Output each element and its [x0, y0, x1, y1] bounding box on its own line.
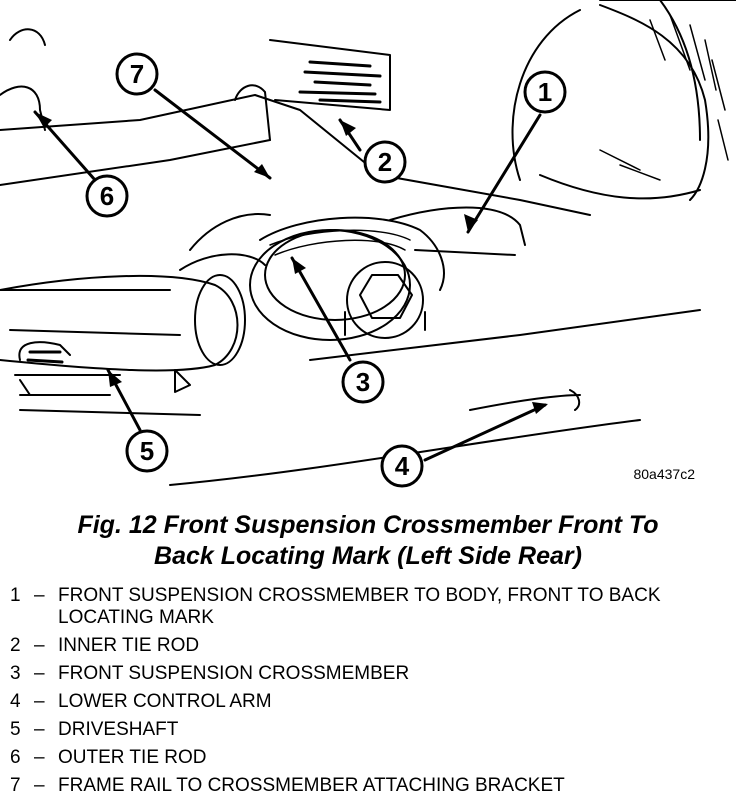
callout-5: 5 [125, 429, 169, 473]
arrowhead-7 [254, 164, 270, 178]
arrowhead-5 [108, 370, 122, 387]
locating-mark-line [309, 309, 701, 361]
callout-1: 1 [523, 70, 567, 114]
callout-6: 6 [85, 174, 129, 218]
legend-dash: – [34, 775, 45, 796]
svg-text:6: 6 [100, 181, 114, 211]
leader-4 [423, 403, 547, 462]
svg-text:1: 1 [538, 77, 552, 107]
arrowhead-6 [35, 112, 52, 128]
arrowhead-2 [340, 120, 356, 136]
tire [511, 0, 736, 201]
legend-text: INNER TIE ROD [58, 635, 200, 656]
legend-number: 3 [10, 663, 21, 684]
legend-text: LOWER CONTROL ARM [58, 691, 272, 712]
legend-list: 1 – FRONT SUSPENSION CROSSMEMBER TO BODY… [10, 585, 730, 803]
legend-item-4: 4 – LOWER CONTROL ARM [10, 691, 730, 713]
figure-code: 80a437c2 [633, 466, 695, 482]
leader-1 [466, 113, 542, 234]
callout-3: 3 [341, 360, 385, 404]
legend-text: OUTER TIE ROD [58, 747, 207, 768]
callout-7: 7 [115, 52, 159, 96]
figure-caption: Fig. 12 Front Suspension Crossmember Fro… [0, 510, 736, 572]
arrowhead-4 [532, 402, 548, 414]
legend-number: 1 [10, 585, 21, 606]
svg-text:2: 2 [378, 147, 392, 177]
legend-item-3: 3 – FRONT SUSPENSION CROSSMEMBER [10, 663, 730, 685]
legend-item-6: 6 – OUTER TIE ROD [10, 747, 730, 769]
legend-dash: – [34, 747, 45, 768]
legend-number: 2 [10, 635, 21, 656]
crossmember-bushing [249, 206, 526, 341]
arrowhead-3 [292, 258, 306, 274]
legend-text: FRONT SUSPENSION CROSSMEMBER TO BODY, FR… [58, 585, 661, 628]
arrowhead-1 [464, 214, 478, 232]
caption-line-1: Fig. 12 Front Suspension Crossmember Fro… [77, 511, 659, 539]
svg-text:3: 3 [356, 367, 370, 397]
leader-3 [290, 256, 352, 362]
legend-text: FRONT SUSPENSION CROSSMEMBER [58, 663, 410, 684]
legend-number: 4 [10, 691, 21, 712]
suspension-illustration: 1 2 3 4 5 6 7 80a437c2 [0, 0, 736, 488]
tire-tread [599, 14, 729, 181]
legend-dash: – [34, 585, 45, 606]
legend-text: FRAME RAIL TO CROSSMEMBER ATTACHING BRAC… [58, 775, 565, 796]
inner-tie-rod [269, 39, 391, 111]
legend-dash: – [34, 635, 45, 656]
caption-line-2: Back Locating Mark (Left Side Rear) [154, 542, 582, 570]
leader-7 [153, 88, 272, 180]
crossmember-beam [0, 94, 591, 336]
svg-text:4: 4 [395, 451, 410, 481]
legend-text: DRIVESHAFT [58, 719, 179, 740]
legend-item-5: 5 – DRIVESHAFT [10, 719, 730, 741]
driveshaft [0, 213, 271, 416]
legend-number: 6 [10, 747, 21, 768]
svg-text:5: 5 [140, 436, 154, 466]
legend-number: 5 [10, 719, 21, 740]
callout-4: 4 [380, 444, 424, 488]
legend-dash: – [34, 691, 45, 712]
legend-item-7: 7 – FRAME RAIL TO CROSSMEMBER ATTACHING … [10, 775, 730, 797]
legend-dash: – [34, 663, 45, 684]
svg-text:7: 7 [130, 59, 144, 89]
legend-item-2: 2 – INNER TIE ROD [10, 635, 730, 657]
legend-dash: – [34, 719, 45, 740]
callout-2: 2 [363, 140, 407, 184]
legend-item-1: 1 – FRONT SUSPENSION CROSSMEMBER TO BODY… [10, 585, 730, 629]
legend-number: 7 [10, 775, 21, 796]
